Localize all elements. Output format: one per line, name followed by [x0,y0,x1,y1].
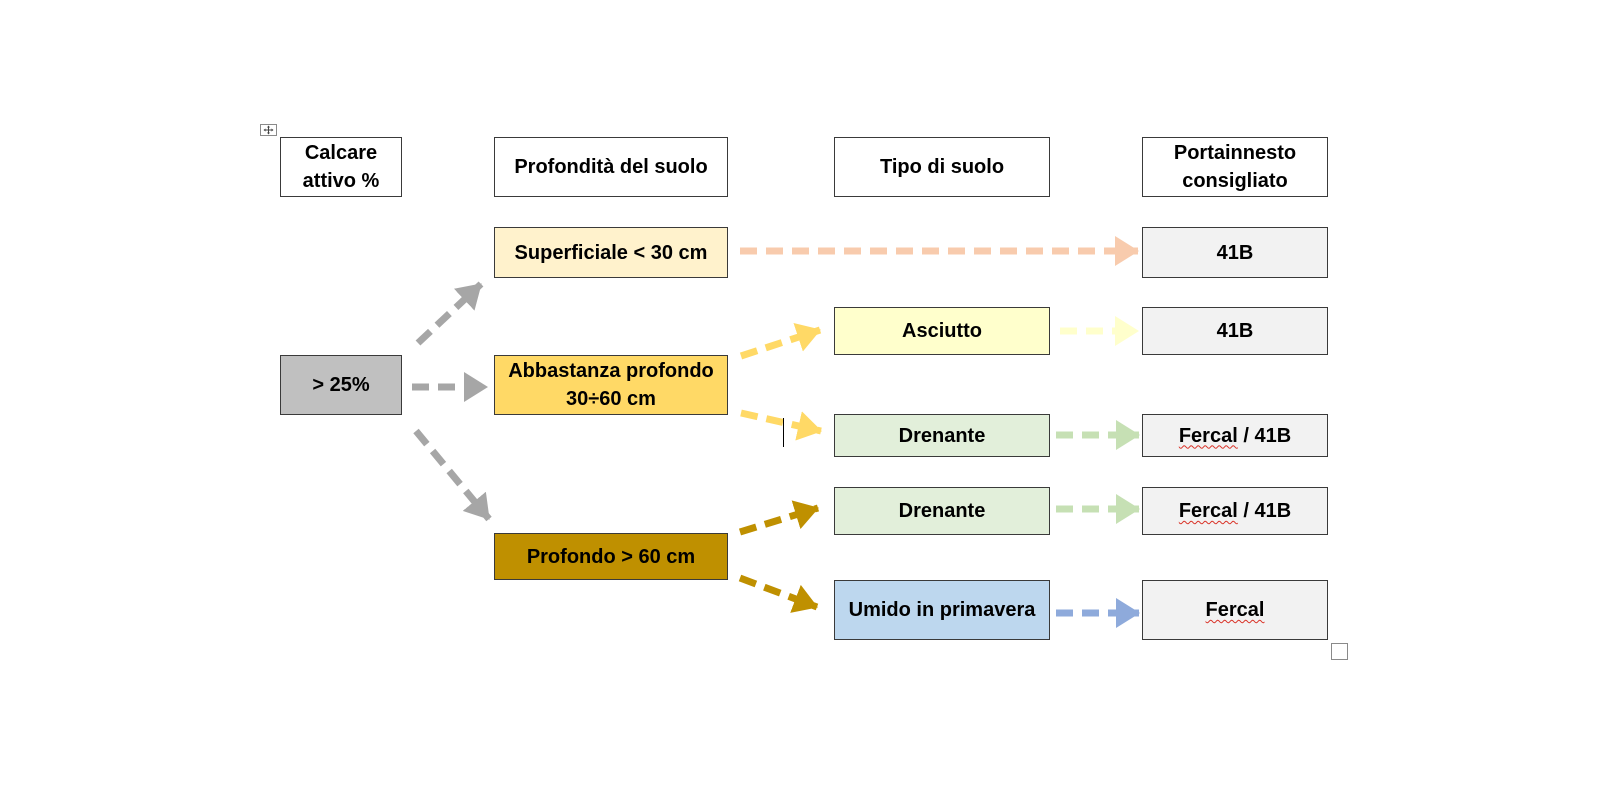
node-soil-asciutto-label: Asciutto [902,320,982,342]
node-root-fercal-41b-1: Fercal / 41B [1142,414,1328,457]
node-calcare-value: > 25% [280,355,402,415]
node-root-fercal-41b-1-label: Fercal / 41B [1179,422,1291,450]
header-profondita-suolo: Profondità del suolo [494,137,728,197]
node-root-41b-1-label: 41B [1216,241,1254,264]
node-calcare-value-label: > 25% [312,374,370,396]
node-root-fercal: Fercal [1142,580,1328,640]
node-root-fercal-41b-2: Fercal / 41B [1142,487,1328,535]
node-soil-drenante-2-label: Drenante [898,500,986,522]
node-depth-abbastanza-label: Abbastanza profondo 30÷60 cm [508,360,714,410]
header-profondita-label: Profondità del suolo [514,156,708,178]
header-tipo-label: Tipo di suolo [879,156,1005,178]
text-cursor [783,418,784,447]
node-soil-umido-label: Umido in primavera [848,599,1036,621]
table-move-handle[interactable] [260,124,277,136]
node-depth-superficiale-label: Superficiale < 30 cm [514,241,708,264]
arrow-abbastanza-to-drenante [740,409,822,441]
node-root-fercal-label[interactable]: Fercal [1205,599,1265,621]
label-suffix: / 41B [1237,424,1292,447]
node-depth-abbastanza: Abbastanza profondo 30÷60 cm [494,355,728,415]
header-portainnesto: Portainnesto consigliato [1142,137,1328,197]
node-soil-umido: Umido in primavera [834,580,1050,640]
arrow-profondo-to-umido [738,574,819,613]
header-calcare-attivo: Calcare attivo % [280,137,402,197]
node-soil-drenante-1-label: Drenante [898,424,986,447]
resize-square-icon[interactable] [1331,643,1348,660]
node-root-41b-1: 41B [1142,227,1328,278]
node-soil-drenante-1: Drenante [834,414,1050,457]
node-depth-profondo: Profondo > 60 cm [494,533,728,580]
misspelled-word[interactable]: Fercal [1178,500,1238,522]
header-portainnesto-label: Portainnesto consigliato [1173,142,1297,192]
node-soil-asciutto: Asciutto [834,307,1050,355]
arrow-abbastanza-to-asciutto [739,322,822,360]
header-tipo-suolo: Tipo di suolo [834,137,1050,197]
header-calcare-label: Calcare attivo % [302,142,380,192]
arrow-profondo-to-drenante [738,500,820,536]
arrow-calcare-to-profondo [413,428,492,522]
node-root-41b-2: 41B [1142,307,1328,355]
node-root-41b-2-label: 41B [1216,320,1254,342]
node-depth-profondo-label: Profondo > 60 cm [526,545,696,568]
misspelled-word[interactable]: Fercal [1178,424,1238,447]
four-way-move-icon [263,125,274,135]
arrow-calcare-to-superficiale [415,281,484,346]
node-depth-superficiale: Superficiale < 30 cm [494,227,728,278]
label-suffix: / 41B [1237,500,1292,522]
node-soil-drenante-2: Drenante [834,487,1050,535]
node-root-fercal-41b-2-label: Fercal / 41B [1179,497,1291,525]
